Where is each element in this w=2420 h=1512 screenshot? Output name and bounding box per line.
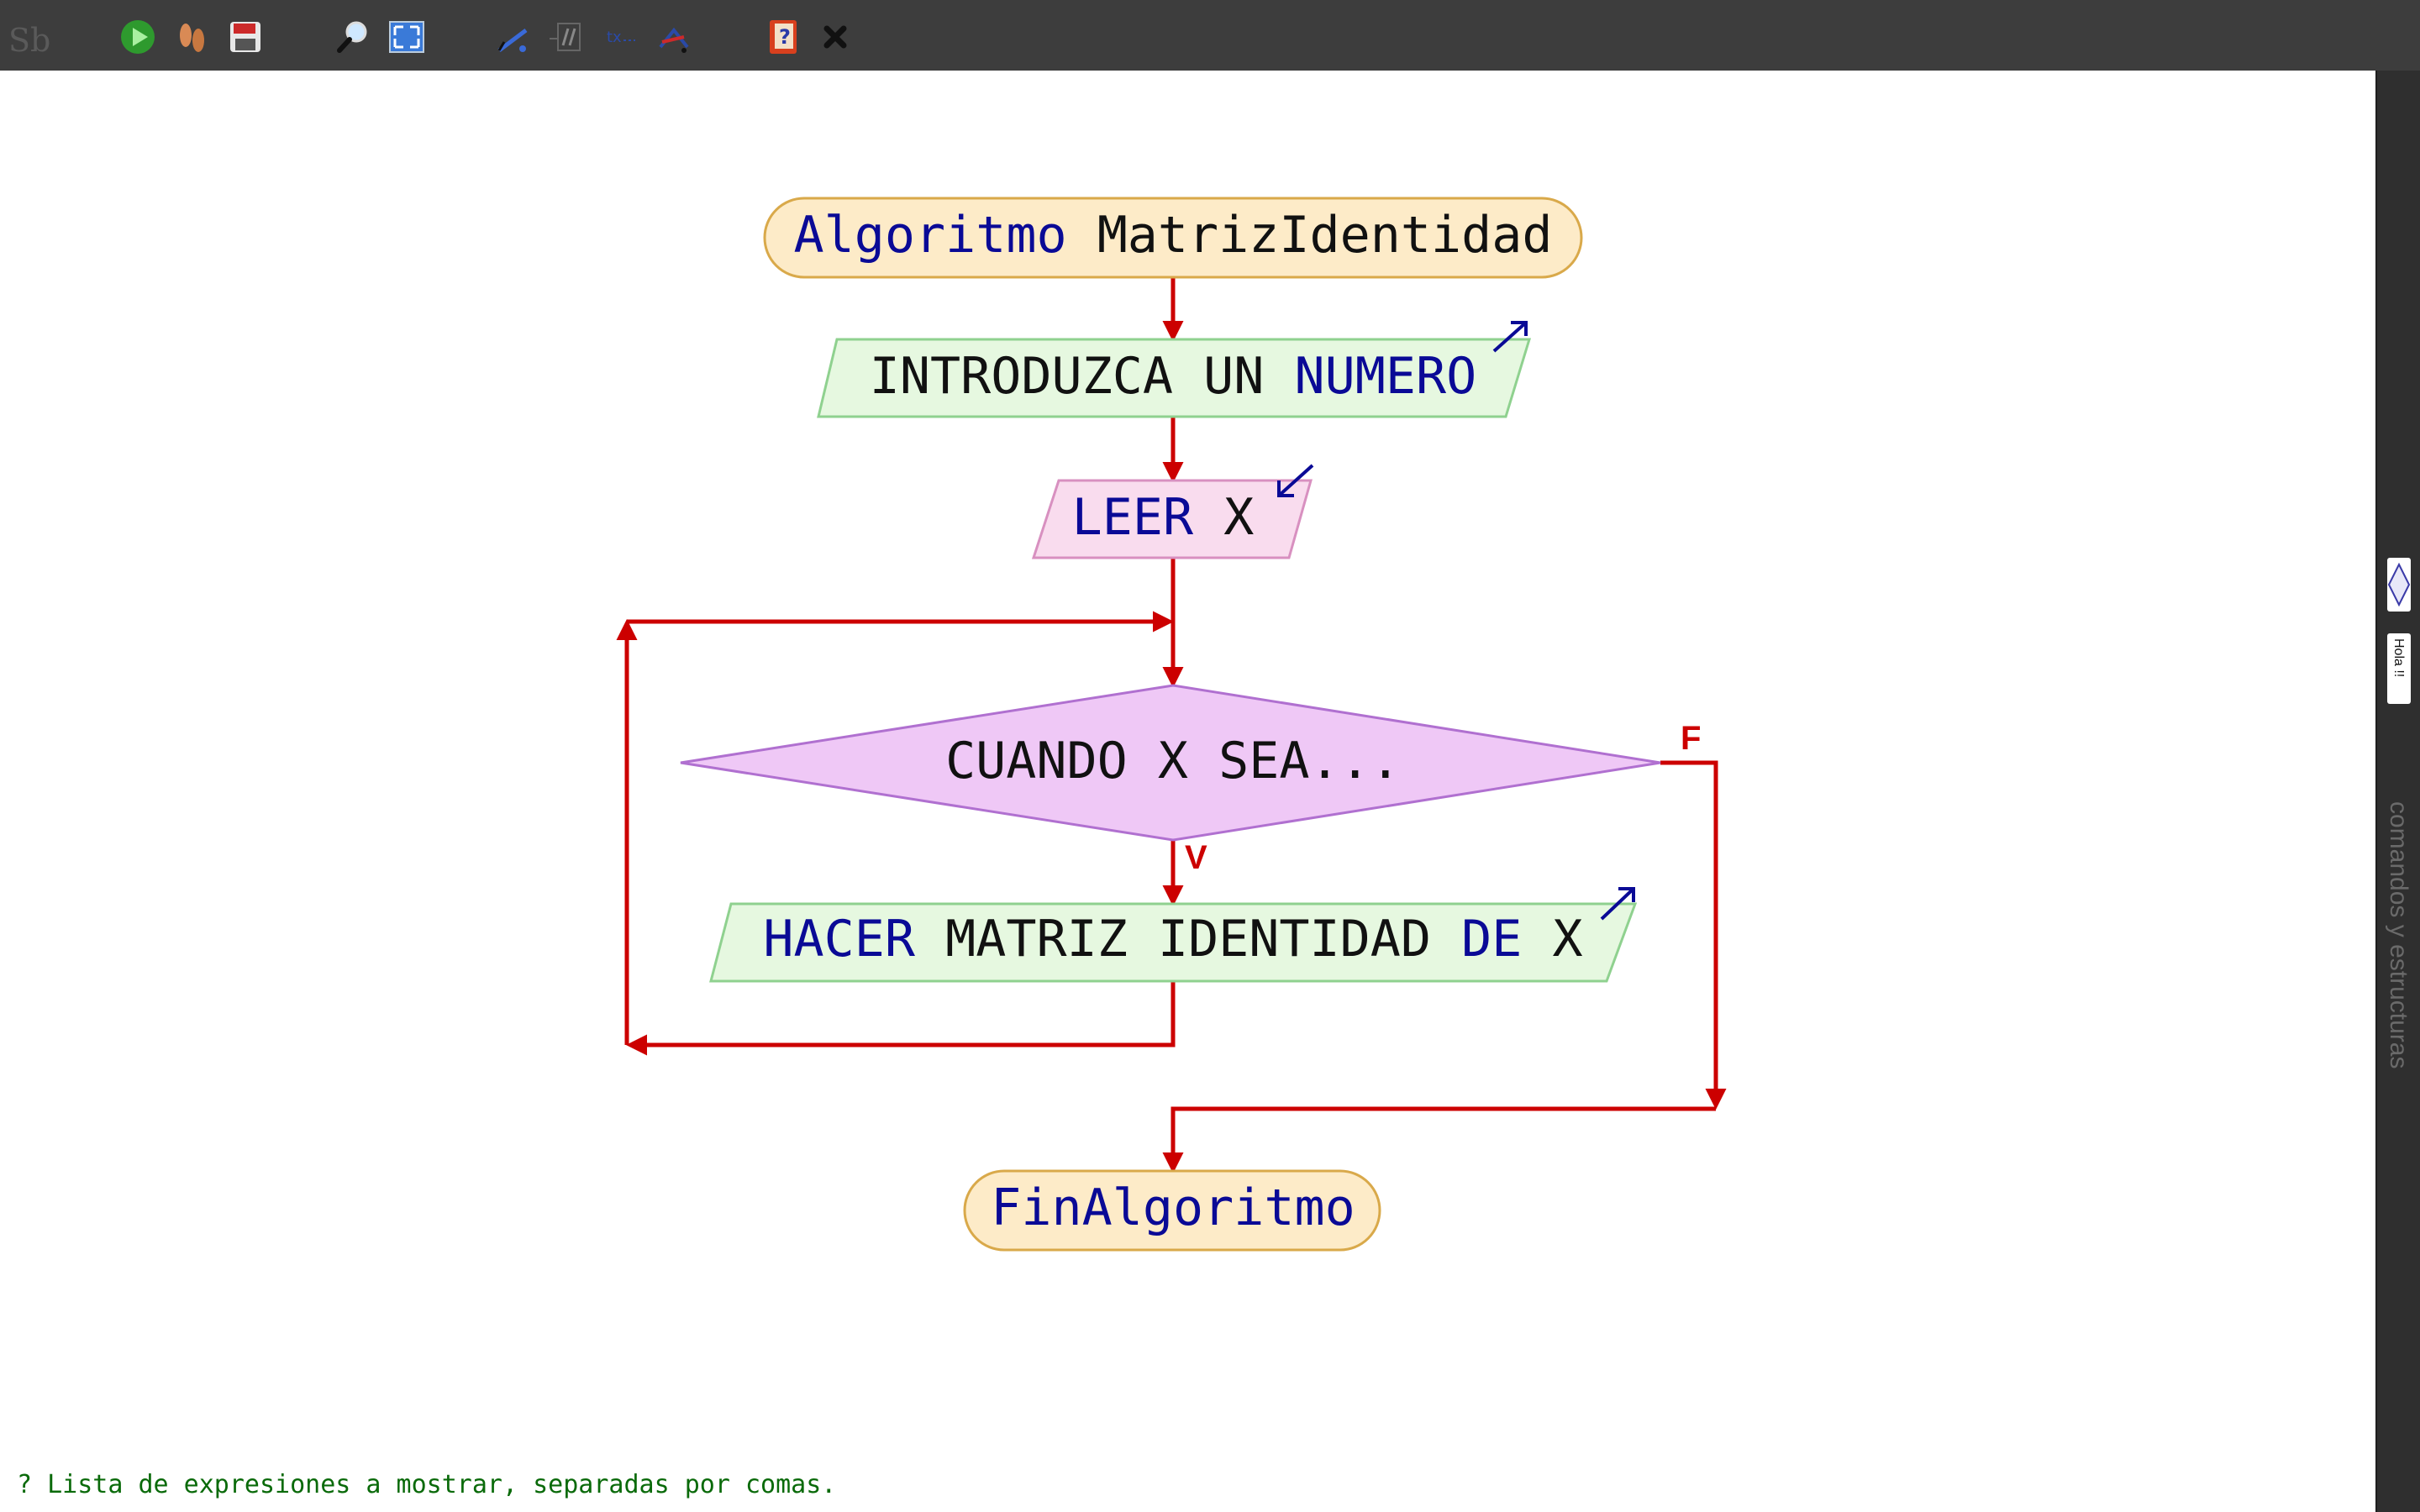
read-variable: X [1223,488,1254,547]
step-by-step-button[interactable] [171,17,212,57]
process-variable: X [1553,910,1583,969]
zoom-button[interactable] [333,17,373,57]
true-label: V [1185,839,1207,876]
algorithm-name: MatrizIdentidad [1097,206,1553,265]
process-node[interactable]: HACER MATRIZ IDENTIDAD DE X [709,887,1638,983]
false-label: F [1681,720,1701,757]
input-arrow-icon [1277,464,1314,497]
write-text: INTRODUZCA UN [870,347,1265,406]
svg-text:tx: tx [607,29,622,46]
align-tool-button[interactable] [546,17,587,57]
false-branch-right [1660,760,1727,1110]
pen-icon [659,27,689,53]
pencil-diagram-icon [497,29,528,52]
play-icon [121,20,155,54]
save-button[interactable] [225,17,266,57]
write-keyword: NUMERO [1294,347,1476,406]
help-book-icon: ? [770,20,797,54]
edit-tool-button[interactable] [492,17,533,57]
output-arrow-icon [1600,887,1635,921]
side-button-hint[interactable]: Hola !! [2387,633,2411,704]
close-button[interactable] [815,17,855,57]
flowchart: Algoritmo MatrizIdentidad INTRODUZCA UN … [616,197,1727,1252]
expand-icon [389,21,424,53]
flowchart-canvas[interactable]: Algoritmo MatrizIdentidad INTRODUZCA UN … [0,71,2375,1512]
process-text: MATRIZ IDENTIDAD [945,910,1431,969]
output-arrow-icon [1492,321,1528,353]
write-node[interactable]: INTRODUZCA UN NUMERO [817,321,1532,418]
draw-tool-button[interactable] [654,17,694,57]
svg-text:INTRODUZCA UN NUMERO: INTRODUZCA UN NUMERO [870,347,1476,406]
toolbar: Sb [0,0,2420,72]
app-logo: Sb [8,22,51,59]
commands-structures-tab[interactable]: comandos y estructuras [2385,801,2412,1069]
magnifier-icon [337,21,367,53]
floppy-icon [230,22,260,52]
side-button-expand[interactable] [2387,558,2411,612]
status-message: ? Lista de expresiones a mostrar, separa… [17,1470,837,1499]
svg-text:LEER X: LEER X [1072,488,1255,547]
side-panel: Hola !! comandos y estructuras [2375,71,2420,1512]
text-tool-icon: tx [607,29,635,46]
help-button[interactable]: ? [763,17,803,57]
footprints-icon [180,24,204,52]
decision-text: CUANDO X SEA... [945,732,1401,790]
fit-screen-button[interactable] [387,17,427,57]
text-tool-button[interactable]: tx [600,17,640,57]
process-keyword-hacer: HACER [763,910,915,969]
side-hint-label: Hola !! [2391,638,2406,678]
svg-text:Algoritmo MatrizIdenti: Algoritmo MatrizIdentidad [793,206,1552,265]
end-node[interactable]: FinAlgoritmo [963,1169,1381,1252]
diamond-icon [2387,562,2411,607]
decision-node[interactable]: CUANDO X SEA... F V [680,684,1701,876]
process-keyword-de: DE [1461,910,1522,969]
read-keyword: LEER [1072,488,1194,547]
connectors [616,277,1727,1173]
start-keyword: Algoritmo [793,206,1066,265]
end-keyword: FinAlgoritmo [991,1179,1355,1237]
svg-text:?: ? [779,25,791,49]
arrow-to-end [1162,1106,1716,1173]
run-button[interactable] [118,17,158,57]
close-icon [823,25,847,49]
start-node[interactable]: Algoritmo MatrizIdentidad [763,197,1583,279]
align-icon [550,23,581,51]
svg-text:HACER MATRIZ IDENTIDAD: HACER MATRIZ IDENTIDAD DE X [763,910,1582,969]
read-node[interactable]: LEER X [1031,464,1314,559]
loop-back-bottom [626,981,1176,1056]
